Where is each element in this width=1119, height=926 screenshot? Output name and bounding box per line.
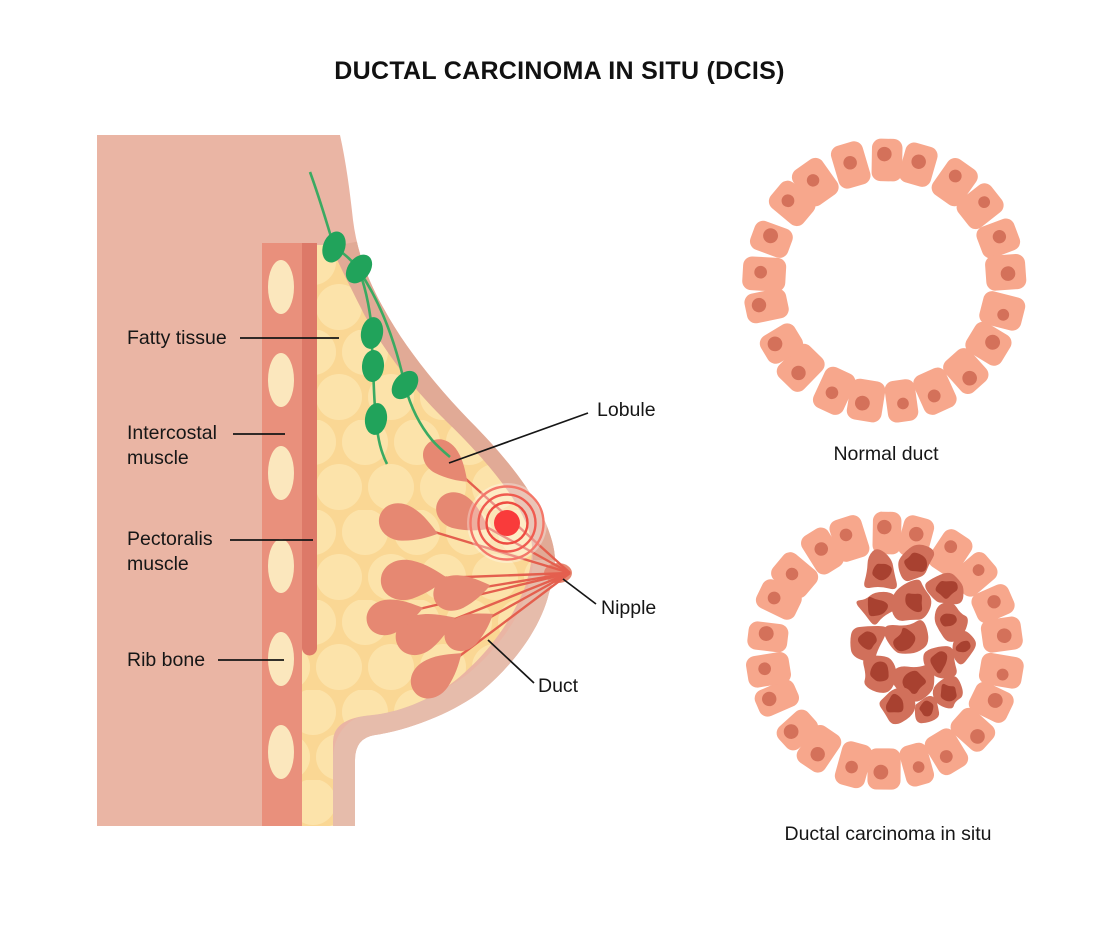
lobule-shape [423, 439, 468, 482]
cell-nucleus [754, 265, 767, 279]
duct-cell [754, 679, 800, 717]
cell-nucleus [806, 174, 820, 187]
cell-nucleus [996, 668, 1009, 681]
lobule-shape [395, 614, 456, 655]
cell-nucleus [767, 336, 783, 352]
cell-nucleus [987, 595, 1001, 609]
cell-nucleus [996, 628, 1012, 644]
cell-nucleus [877, 519, 892, 535]
pectoralis-muscle-strip [302, 243, 317, 656]
lymph-node-chain [308, 171, 451, 465]
duct-cell [950, 707, 996, 752]
cell-nucleus [911, 154, 926, 169]
tumor-cell [898, 544, 935, 582]
cell-nucleus [1000, 266, 1016, 281]
duct-cell [943, 348, 989, 395]
cell-nucleus [877, 146, 892, 162]
label-leader-lines [218, 337, 597, 684]
lobule-shape [366, 599, 424, 636]
lobule-shape [380, 559, 448, 600]
lobule-shape [433, 575, 491, 611]
cell-nucleus [825, 386, 839, 400]
lobule-shape [378, 503, 438, 541]
tumor-cell [934, 602, 968, 642]
dcis-duct-ring [746, 511, 1024, 790]
cell-nucleus [785, 567, 799, 581]
lymph-nodes [322, 231, 419, 435]
label-pectoralis-muscle: Pectoralis muscle [127, 528, 213, 575]
cell-nucleus [845, 760, 858, 774]
cell-nucleus [962, 370, 977, 386]
cell-nucleus [912, 761, 925, 773]
label-lobule: Lobule [597, 399, 656, 421]
cell-nucleus [985, 334, 1001, 350]
intercostal-muscle-strip [262, 243, 302, 826]
cell-nucleus [814, 542, 829, 556]
tumor-cell [932, 675, 963, 709]
label-intercostal-muscle: Intercostal muscle [127, 422, 217, 469]
cell-nucleus [791, 365, 806, 381]
cell-nucleus [767, 591, 781, 605]
lobules [366, 439, 494, 699]
label-fatty-tissue: Fatty tissue [127, 327, 227, 349]
duct-cell [744, 288, 789, 324]
caption-normal-duct: Normal duct [833, 443, 939, 465]
tumor-cell [914, 695, 940, 724]
cell-nucleus [854, 395, 870, 411]
lobule-shape [436, 492, 489, 531]
cell-nucleus [897, 397, 909, 410]
tumor-cell [850, 626, 888, 662]
rib-bones [268, 260, 294, 779]
lobule-shape [410, 653, 462, 699]
cell-nucleus [751, 297, 767, 313]
tumor-cell [925, 572, 964, 605]
tumor-cell [891, 579, 932, 621]
cell-nucleus [972, 564, 985, 576]
label-duct: Duct [538, 675, 579, 697]
tumor-cell [879, 687, 916, 725]
cell-nucleus [939, 750, 953, 763]
cell-nucleus [992, 230, 1007, 244]
cell-nucleus [781, 194, 795, 208]
cell-nucleus [944, 540, 958, 554]
diagram-title: DUCTAL CARCINOMA IN SITU (DCIS) [334, 57, 785, 85]
tumor-cell [856, 591, 899, 625]
cell-nucleus [978, 196, 991, 208]
cell-nucleus [783, 724, 799, 739]
tumor-site-marker [467, 483, 547, 563]
normal-duct-ring [742, 138, 1027, 423]
cell-nucleus [810, 747, 825, 762]
cell-nucleus [762, 691, 777, 707]
cell-nucleus [970, 729, 985, 744]
cell-nucleus [763, 228, 779, 244]
cell-nucleus [997, 308, 1010, 321]
tumor-cell [863, 655, 897, 693]
cell-nucleus [758, 662, 771, 676]
cell-nucleus [843, 155, 857, 170]
cell-nucleus [758, 626, 774, 641]
cell-nucleus [909, 526, 924, 542]
tumor-cell [884, 620, 929, 654]
lobule-shape [444, 613, 494, 652]
cell-nucleus [948, 169, 962, 183]
label-rib-bone: Rib bone [127, 649, 206, 671]
tumor-cell [864, 549, 897, 590]
caption-dcis: Ductal carcinoma in situ [784, 823, 992, 845]
cell-nucleus [927, 389, 941, 403]
tumor-cell-cluster [850, 544, 976, 725]
cell-nucleus [839, 528, 853, 542]
tumor-cell [952, 630, 976, 665]
cell-nucleus [987, 693, 1003, 708]
cell-nucleus [873, 764, 889, 780]
label-nipple: Nipple [601, 597, 657, 619]
